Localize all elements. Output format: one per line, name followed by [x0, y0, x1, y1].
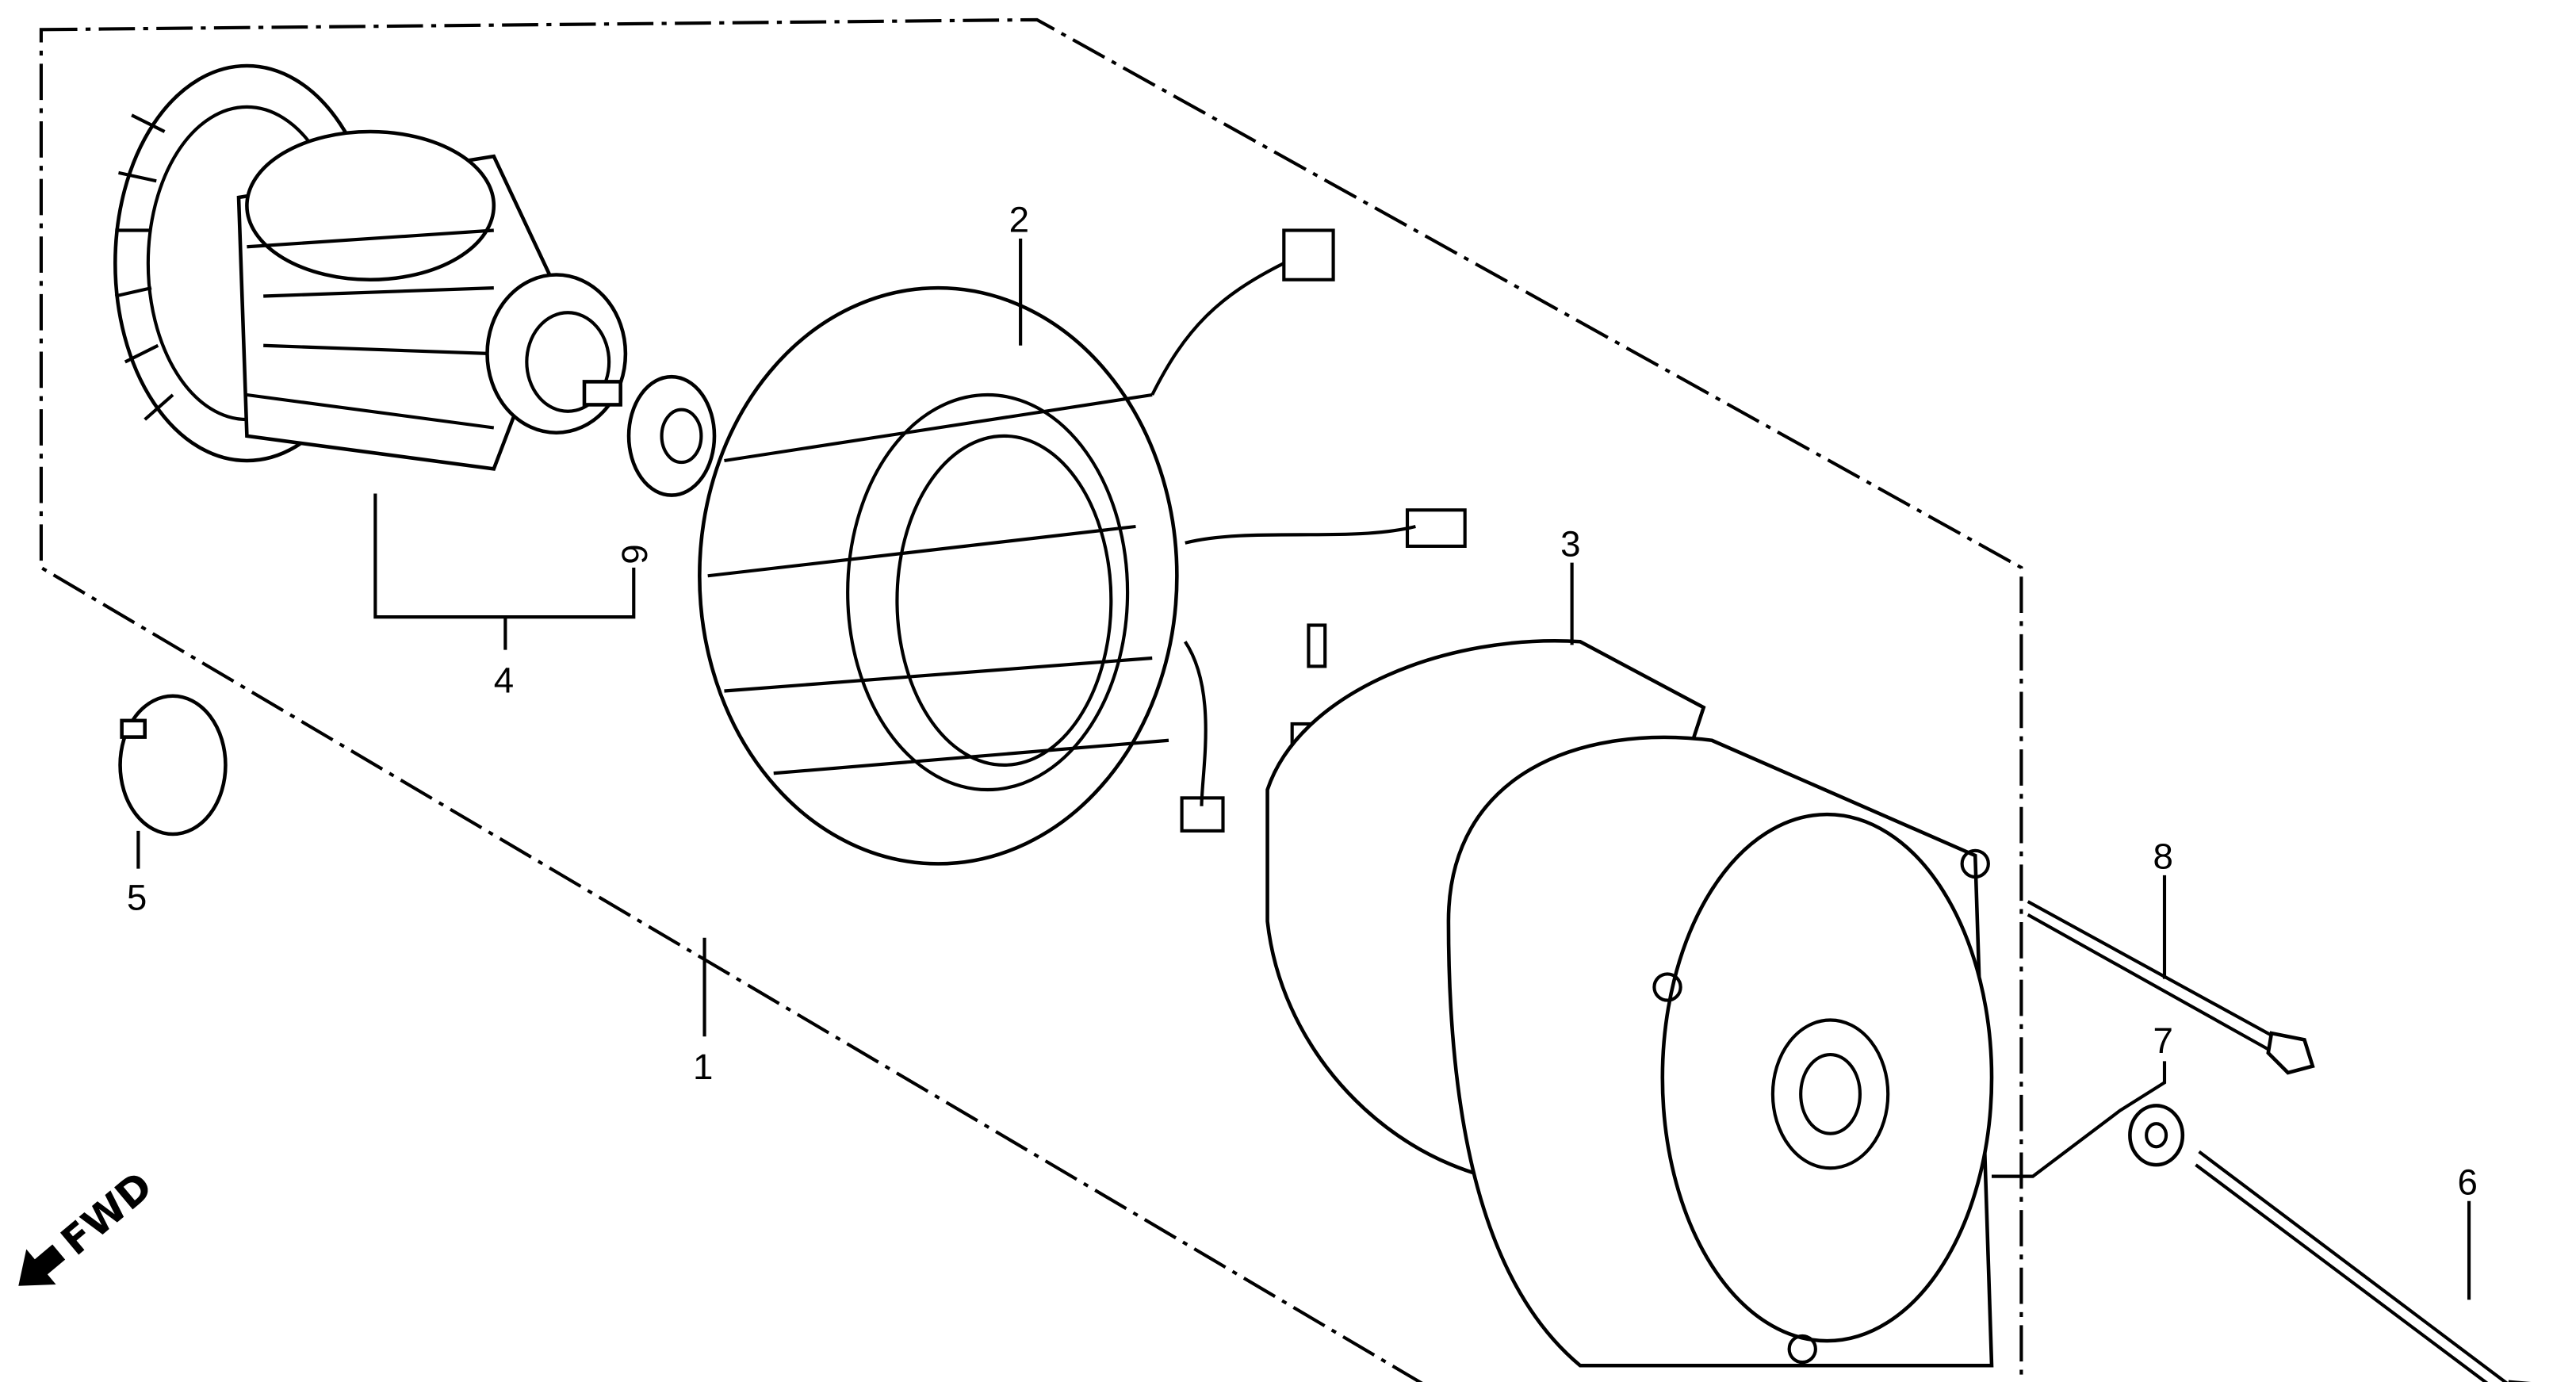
callout-8: 8 [2153, 836, 2172, 877]
leader-lines [136, 238, 2471, 1300]
bearing-part [626, 374, 717, 497]
long-bolt-part [2195, 1150, 2532, 1382]
callout-9: 9 [614, 544, 655, 564]
fwd-label: FWD [52, 1162, 161, 1264]
assembly-boundary [39, 17, 2023, 1382]
forward-direction-indicator: FWD [18, 1162, 161, 1286]
callout-4: 4 [494, 660, 514, 701]
callout-7: 7 [2153, 1020, 2172, 1061]
callout-3: 3 [1560, 523, 1580, 564]
bolt-part [2027, 900, 2315, 1075]
rear-cover-part [1265, 639, 1994, 1368]
callout-5: 5 [127, 877, 147, 917]
callout-2: 2 [1009, 200, 1029, 240]
stator-part [698, 228, 1467, 866]
fwd-arrow-icon [18, 1244, 66, 1286]
rotor-part [113, 63, 628, 471]
washer-part [2128, 1104, 2185, 1167]
callout-6: 6 [2458, 1162, 2478, 1202]
band-clip-part [118, 694, 228, 836]
callout-1: 1 [693, 1047, 713, 1087]
